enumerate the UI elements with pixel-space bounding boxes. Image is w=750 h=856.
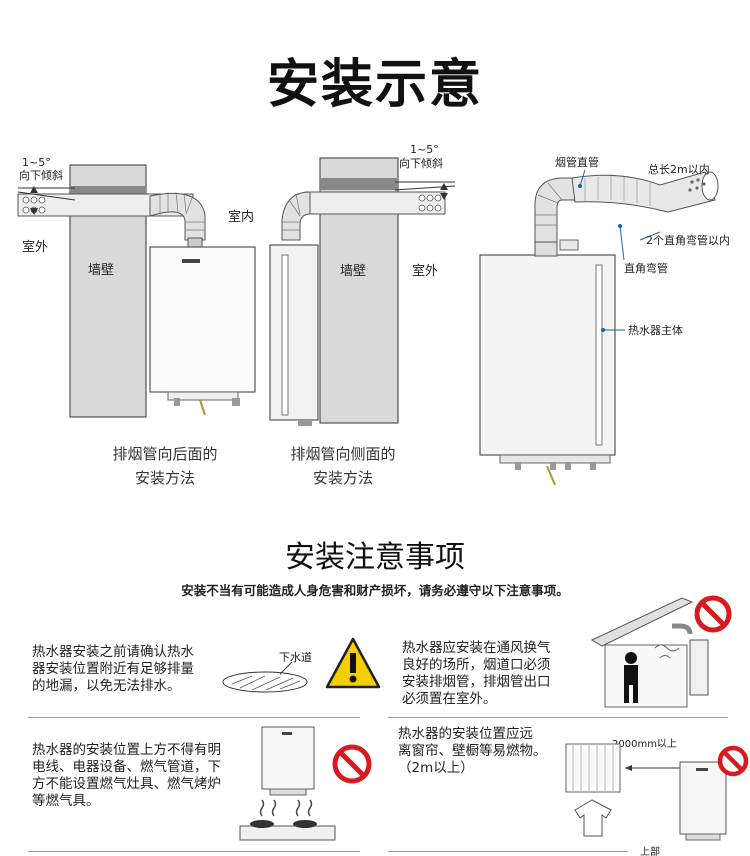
divider	[388, 851, 628, 852]
precaution-above-below: 热水器的安装位置上方不得有明 电线、电器设备、燃气管道，下 方不能设置燃气灶具、…	[32, 742, 221, 809]
slope-direction-label: 向下倾斜	[399, 157, 443, 170]
precautions-subtitle: 安装不当有可能造成人身危害和财产损坏，请务必遵守以下注意事项。	[181, 583, 569, 598]
divider	[388, 717, 728, 718]
prohibited-icon	[694, 595, 732, 633]
divider	[28, 851, 360, 852]
warning-icon	[325, 637, 381, 689]
slope-angle-label: 1~5°	[22, 156, 51, 169]
straight-pipe-label: 烟管直管	[555, 156, 599, 169]
drain-label: 下水道	[279, 651, 312, 664]
elbow-label: 直角弯管	[624, 262, 668, 275]
outdoor-label: 室外	[412, 264, 439, 279]
divider	[28, 717, 360, 718]
precautions-title: 安装注意事项	[285, 540, 465, 575]
page-title: 安装示意	[266, 55, 483, 115]
top-label: 上部	[640, 847, 660, 856]
distance-label: 2000mm以上	[612, 739, 677, 750]
elbow-limit-label: 2个直角弯管以内	[646, 234, 730, 247]
side-method-caption: 排烟管向侧面的 安装方法	[290, 445, 396, 487]
precaution-flammables: 热水器的安装位置应远 离窗帘、壁橱等易燃物。 （2m以上）	[398, 726, 547, 776]
total-length-label: 总长2m以内	[648, 163, 710, 176]
precaution-drain: 热水器安装之前请确认热水 器安装位置附近有足够排量 的地漏，以免无法排水。	[32, 644, 194, 694]
wall-label: 墙壁	[88, 263, 115, 278]
rear-method-caption: 排烟管向后面的 安装方法	[112, 445, 218, 487]
prohibited-icon	[717, 745, 749, 777]
indoor-label: 室内	[228, 210, 255, 225]
main-body-label: 热水器主体	[628, 324, 683, 337]
wall-label: 墙壁	[340, 264, 367, 279]
slope-angle-label: 1~5°	[410, 143, 439, 156]
slope-direction-label: 向下倾斜	[19, 169, 63, 182]
prohibited-icon	[332, 744, 372, 784]
precaution-ventilation: 热水器应安装在通风换气 良好的场所，烟道口必须 安装排烟管，排烟管出口 必须置在…	[402, 640, 551, 707]
outdoor-label: 室外	[22, 240, 49, 255]
